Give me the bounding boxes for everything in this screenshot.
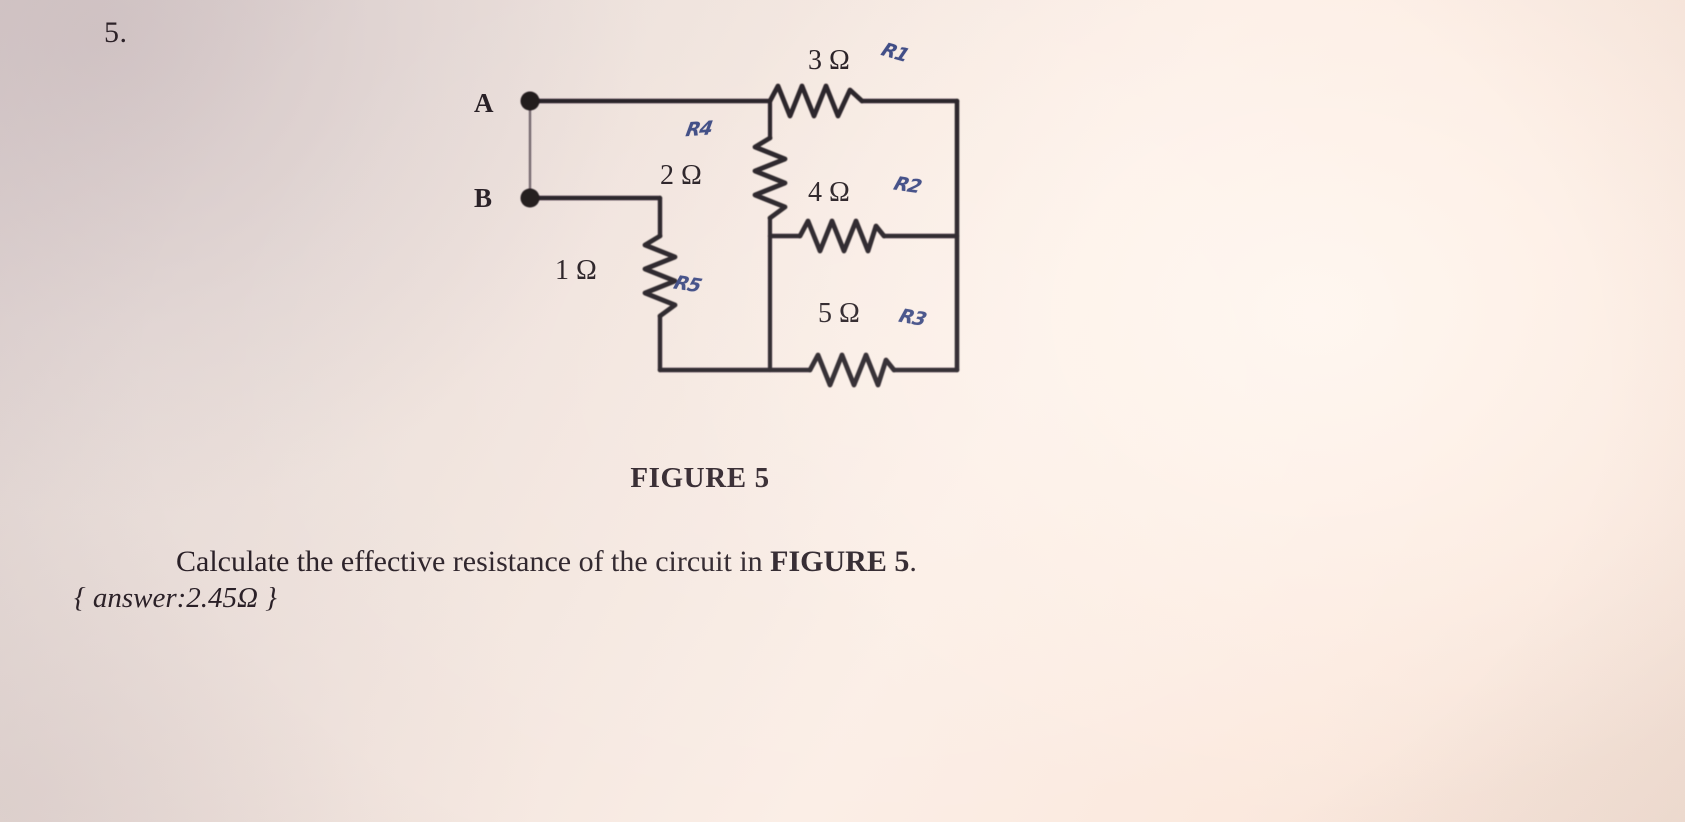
terminal-label-b: B [474, 183, 493, 213]
resistor-1ohm-symbol [642, 233, 678, 319]
figure-caption: FIGURE 5 [630, 462, 770, 494]
terminal-dot-a [520, 91, 540, 111]
terminal-dot-b [520, 188, 540, 208]
resistor-value-3ohm: 3 Ω [808, 45, 850, 76]
resistor-value-1ohm: 1 Ω [555, 255, 597, 286]
circuit-schematic-svg: node C --> 3 ohm left lead --> center no… [520, 83, 960, 388]
resistor-2ohm-symbol [752, 135, 788, 221]
answer-note: { answer:2.45Ω } [74, 582, 277, 614]
resistor-value-4ohm: 4 Ω [808, 177, 850, 208]
question-number: 5. [104, 16, 128, 49]
terminal-label-a: A [474, 88, 494, 118]
handwritten-label-r4: R4 [684, 117, 714, 142]
question-figure-reference: FIGURE 5 [770, 545, 910, 578]
question-lead: Calculate the effective resistance of th… [176, 545, 771, 578]
question-text: Calculate the effective resistance of th… [176, 545, 917, 579]
question-trail: . [909, 545, 917, 578]
resistor-value-5ohm: 5 Ω [818, 298, 860, 329]
resistor-4ohm-symbol [797, 218, 887, 254]
resistor-5ohm-symbol [807, 352, 897, 388]
circuit-diagram-figure-5: node C --> 3 ohm left lead --> center no… [470, 39, 1030, 400]
resistor-3ohm-symbol [767, 83, 865, 119]
resistor-value-2ohm: 2 Ω [660, 160, 702, 191]
